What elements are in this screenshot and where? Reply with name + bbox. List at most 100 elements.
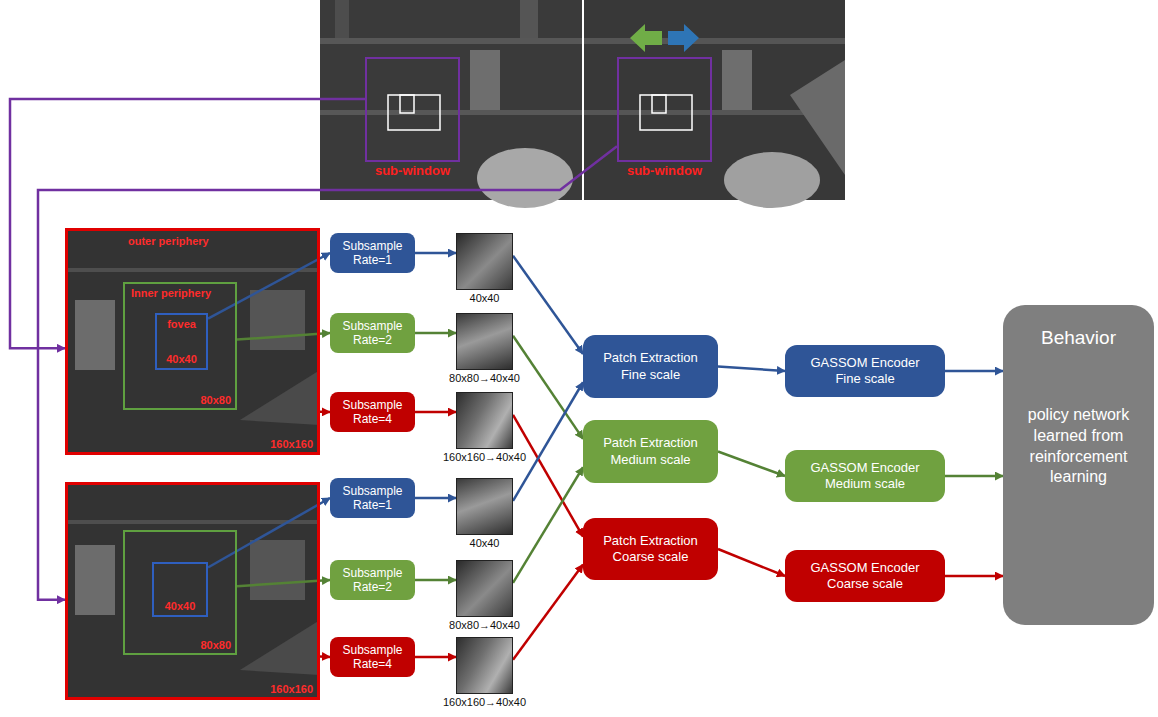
region-label: outer periphery <box>128 235 209 247</box>
flow-arrow <box>718 367 785 372</box>
shelf <box>65 520 320 524</box>
box-label: Patch Extraction Fine scale <box>594 350 707 383</box>
size-label: 40x40 <box>154 600 206 612</box>
flow-arrow <box>513 415 583 537</box>
left-arrow-symbol <box>630 24 662 52</box>
size-label: 40x40 <box>470 537 500 549</box>
flow-arrow <box>415 411 456 414</box>
region-label: Inner periphery <box>131 287 211 299</box>
flow-arrow <box>208 498 330 568</box>
region-label: fovea <box>157 318 206 330</box>
shelf <box>65 268 320 272</box>
box-label: Subsample Rate=1 <box>336 484 409 513</box>
image-thumbnail: 40x40 <box>456 478 513 535</box>
head-figure <box>477 148 573 208</box>
encoder-box: GASSOM Encoder Medium scale <box>785 450 945 502</box>
box-label: Patch Extraction Medium scale <box>594 435 707 468</box>
subsample-box: Subsample Rate=4 <box>330 392 415 432</box>
box-label: Subsample Rate=4 <box>336 398 409 427</box>
lamp <box>790 60 845 175</box>
window-label: sub-window <box>627 163 702 178</box>
flow-arrow <box>415 497 456 500</box>
flow-arrow <box>415 332 456 335</box>
view-image-bottom <box>65 482 320 700</box>
flow-arrow <box>718 452 785 477</box>
flow-arrow <box>945 575 1003 578</box>
outer-periphery-frame: 160x160 80x80 40x40 <box>65 482 320 700</box>
fovea-frame: fovea 40x40 <box>155 313 208 370</box>
box-label: GASSOM Encoder Fine scale <box>805 355 925 388</box>
flow-arrow <box>237 333 330 340</box>
size-label: 40x40 <box>157 353 206 365</box>
size-label: 160x160→40x40 <box>443 451 526 463</box>
subsample-box: Subsample Rate=1 <box>330 233 415 273</box>
box-label: GASSOM Encoder Medium scale <box>805 460 925 493</box>
sub-window-frame: sub-window <box>365 57 460 162</box>
box-label: Patch Extraction Coarse scale <box>594 533 707 566</box>
box-label: Subsample Rate=2 <box>336 319 409 348</box>
size-label: 80x80 <box>200 394 231 406</box>
flow-arrow <box>10 99 365 348</box>
flow-arrow <box>415 579 456 582</box>
encoder-box: GASSOM Encoder Fine scale <box>785 345 945 397</box>
image-ground <box>65 482 320 700</box>
head-figure <box>724 152 820 208</box>
inner-periphery-frame: Inner periphery 80x80 fovea 40x40 <box>123 282 237 410</box>
target-square <box>400 95 414 113</box>
image-thumbnail: 80x80→40x40 <box>456 313 513 370</box>
flow-arrow <box>237 580 330 586</box>
flow-arrow <box>208 253 330 319</box>
image-thumbnail: 80x80→40x40 <box>456 560 513 617</box>
image-thumbnail: 160x160→40x40 <box>456 637 513 694</box>
stereo-photo <box>320 0 845 208</box>
size-label: 160x160→40x40 <box>443 696 526 708</box>
target-square <box>652 95 666 113</box>
shelf <box>320 110 582 115</box>
target-square <box>388 95 440 130</box>
subsample-box: Subsample Rate=1 <box>330 478 415 518</box>
shelf <box>584 38 845 44</box>
head-figure <box>240 620 320 675</box>
subsample-box: Subsample Rate=2 <box>330 313 415 353</box>
process-box: Patch Extraction Fine scale <box>583 335 718 398</box>
box-label: Subsample Rate=1 <box>336 239 409 268</box>
flow-arrow <box>513 336 583 439</box>
box-heading: Behavior <box>1041 327 1116 349</box>
image-ground <box>65 228 320 455</box>
shelf <box>320 38 582 44</box>
image-thumbnail: 40x40 <box>456 233 513 290</box>
right-arrow-symbol <box>668 24 699 52</box>
size-label: 80x80 <box>200 639 231 651</box>
encoder-box: GASSOM Encoder Coarse scale <box>785 550 945 602</box>
book <box>335 0 349 38</box>
target-square <box>640 95 692 130</box>
size-label: 160x160 <box>270 683 313 695</box>
image-thumbnail: 160x160→40x40 <box>456 392 513 449</box>
flow-arrow <box>320 411 330 414</box>
jar <box>470 50 500 110</box>
flow-arrow <box>945 370 1003 373</box>
flow-arrow <box>513 565 583 660</box>
size-label: 80x80→40x40 <box>449 372 520 384</box>
process-box: Patch Extraction Coarse scale <box>583 518 718 580</box>
fovea-frame: 40x40 <box>152 562 208 617</box>
process-box: Patch Extraction Medium scale <box>583 420 718 483</box>
flow-arrow <box>945 475 1003 478</box>
inner-periphery-frame: 80x80 40x40 <box>123 530 237 655</box>
flow-arrow <box>513 467 583 583</box>
box-label: Subsample Rate=4 <box>336 643 409 672</box>
book <box>75 545 115 615</box>
box-label: GASSOM Encoder Coarse scale <box>805 560 925 593</box>
view-image-top <box>65 228 320 455</box>
box-body: policy network learned from reinforcemen… <box>1013 405 1144 488</box>
behavior-box: Behavior policy network learned from rein… <box>1003 305 1154 625</box>
flow-arrow <box>513 256 583 354</box>
jar <box>250 290 305 350</box>
jar <box>250 540 305 600</box>
size-label: 40x40 <box>470 292 500 304</box>
book <box>520 0 538 38</box>
outer-periphery-frame: outer periphery160x160Inner periphery80x… <box>65 228 320 455</box>
window-label: sub-window <box>375 163 450 178</box>
sub-window-frame: sub-window <box>617 57 712 162</box>
flow-arrow <box>415 656 456 659</box>
